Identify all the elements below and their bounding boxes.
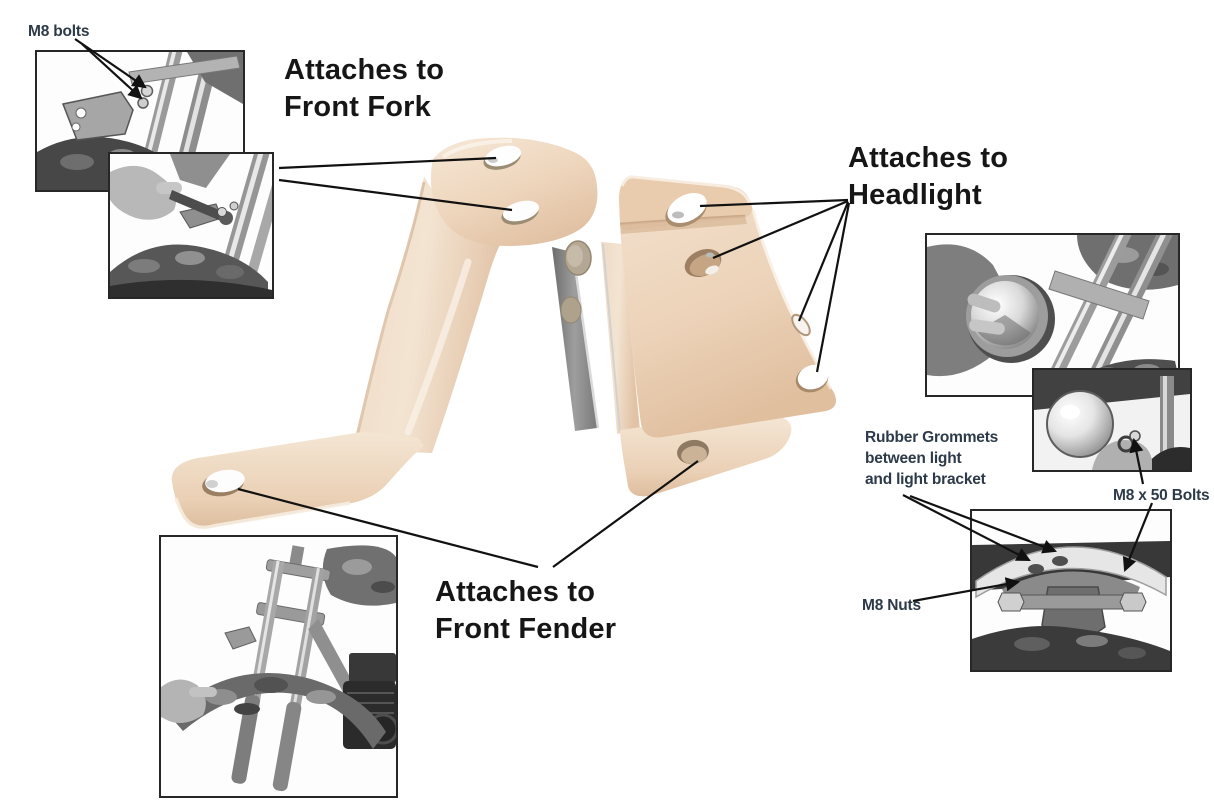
headlight-line bbox=[797, 201, 850, 322]
photo-headlight-bolt-closeup bbox=[1032, 368, 1192, 472]
headlight-line bbox=[699, 198, 849, 208]
headlight-hole-mid bbox=[689, 253, 721, 277]
weld-stud bbox=[564, 240, 592, 276]
bolt-axle bbox=[1011, 594, 1135, 610]
photo-headlight-bolt-closeup-art bbox=[1034, 370, 1190, 470]
headlight-hole-bottom bbox=[797, 364, 829, 390]
m8-bolts-label: M8 bolts bbox=[28, 23, 90, 40]
rubber-grommets-label: Rubber Grommets between light and light … bbox=[865, 427, 998, 490]
tire bbox=[972, 626, 1170, 670]
fork-slot bbox=[484, 145, 522, 167]
fender-mounting-hole-rim bbox=[202, 471, 244, 497]
m8-bolt-head bbox=[137, 97, 149, 109]
rubber-grommets-line2: between light bbox=[865, 450, 962, 467]
headlight-line bbox=[712, 199, 849, 260]
attaches-front-fork-heading: Attaches to Front Fork bbox=[284, 54, 445, 123]
m8-nuts-label: M8 Nuts bbox=[862, 597, 921, 614]
m8-bolt-head bbox=[140, 84, 154, 98]
photo-tightening-bracket-bolts-art bbox=[110, 154, 272, 297]
m8-nut bbox=[997, 592, 1025, 612]
fingers bbox=[189, 687, 217, 697]
attaches-front-fender-heading: Attaches to Front Fender bbox=[435, 576, 617, 645]
tire-edge bbox=[110, 279, 272, 297]
photo-light-underside-nuts-art bbox=[972, 511, 1170, 670]
photo-front-fender-install-art bbox=[161, 537, 396, 796]
fender-mounting-hole bbox=[205, 469, 245, 493]
bracket-plate bbox=[224, 626, 257, 650]
headlight-hole-rim bbox=[665, 195, 707, 227]
headlight-plate-fold bbox=[619, 175, 753, 231]
headlight-hole-edge bbox=[791, 313, 811, 337]
front-fender-line bbox=[552, 460, 699, 568]
front-fork-line bbox=[278, 178, 513, 212]
attaches-headlight-heading: Attaches to Headlight bbox=[848, 142, 1009, 211]
fender-mounting-hole bbox=[681, 445, 707, 465]
m8-nut bbox=[1119, 592, 1147, 612]
bolt bbox=[229, 201, 239, 211]
triple-clamp bbox=[1048, 270, 1150, 320]
fork-slot-rim bbox=[483, 148, 521, 170]
rubber-grommet bbox=[1028, 564, 1044, 574]
bracket-fender-foot-left bbox=[171, 432, 424, 530]
fork-slot-rim bbox=[501, 203, 539, 225]
front-fork-line bbox=[278, 156, 497, 170]
headlight-hole-mid-rim bbox=[684, 249, 722, 277]
headlight-line bbox=[815, 202, 851, 373]
rubber-grommets-line3: and light bracket bbox=[865, 471, 986, 488]
fingers bbox=[967, 293, 1001, 313]
m8x50-bolt bbox=[1129, 430, 1141, 442]
bracket-front-fork-leg bbox=[354, 176, 507, 453]
bracket-headlight-plate bbox=[619, 175, 837, 438]
photo-front-fender-install bbox=[159, 535, 398, 798]
m8x50-bolts-label: M8 x 50 Bolts bbox=[1113, 487, 1210, 504]
fender-mounting-hole-rim bbox=[677, 439, 709, 465]
wrench bbox=[169, 190, 224, 221]
hand bbox=[110, 165, 177, 220]
photo-light-underside-nuts bbox=[970, 509, 1172, 672]
fork-slot bbox=[502, 200, 540, 222]
headlight-hole-top bbox=[667, 192, 707, 224]
bracket-center-web bbox=[552, 240, 600, 431]
fender-edge bbox=[1142, 446, 1190, 470]
bracket-fender-foot-right bbox=[601, 242, 792, 497]
chrome-headlight-dome bbox=[1046, 390, 1114, 458]
weld-stud bbox=[560, 296, 582, 324]
bolt bbox=[217, 207, 227, 217]
fingers bbox=[969, 319, 1005, 335]
headlight-hole-bottom-rim bbox=[795, 365, 829, 393]
bracket-fork-plate bbox=[431, 137, 598, 246]
photo-tightening-bracket-bolts bbox=[108, 152, 274, 299]
rubber-grommets-line1: Rubber Grommets bbox=[865, 429, 999, 446]
rubber-grommet bbox=[1052, 556, 1068, 566]
fender-top bbox=[170, 154, 230, 188]
